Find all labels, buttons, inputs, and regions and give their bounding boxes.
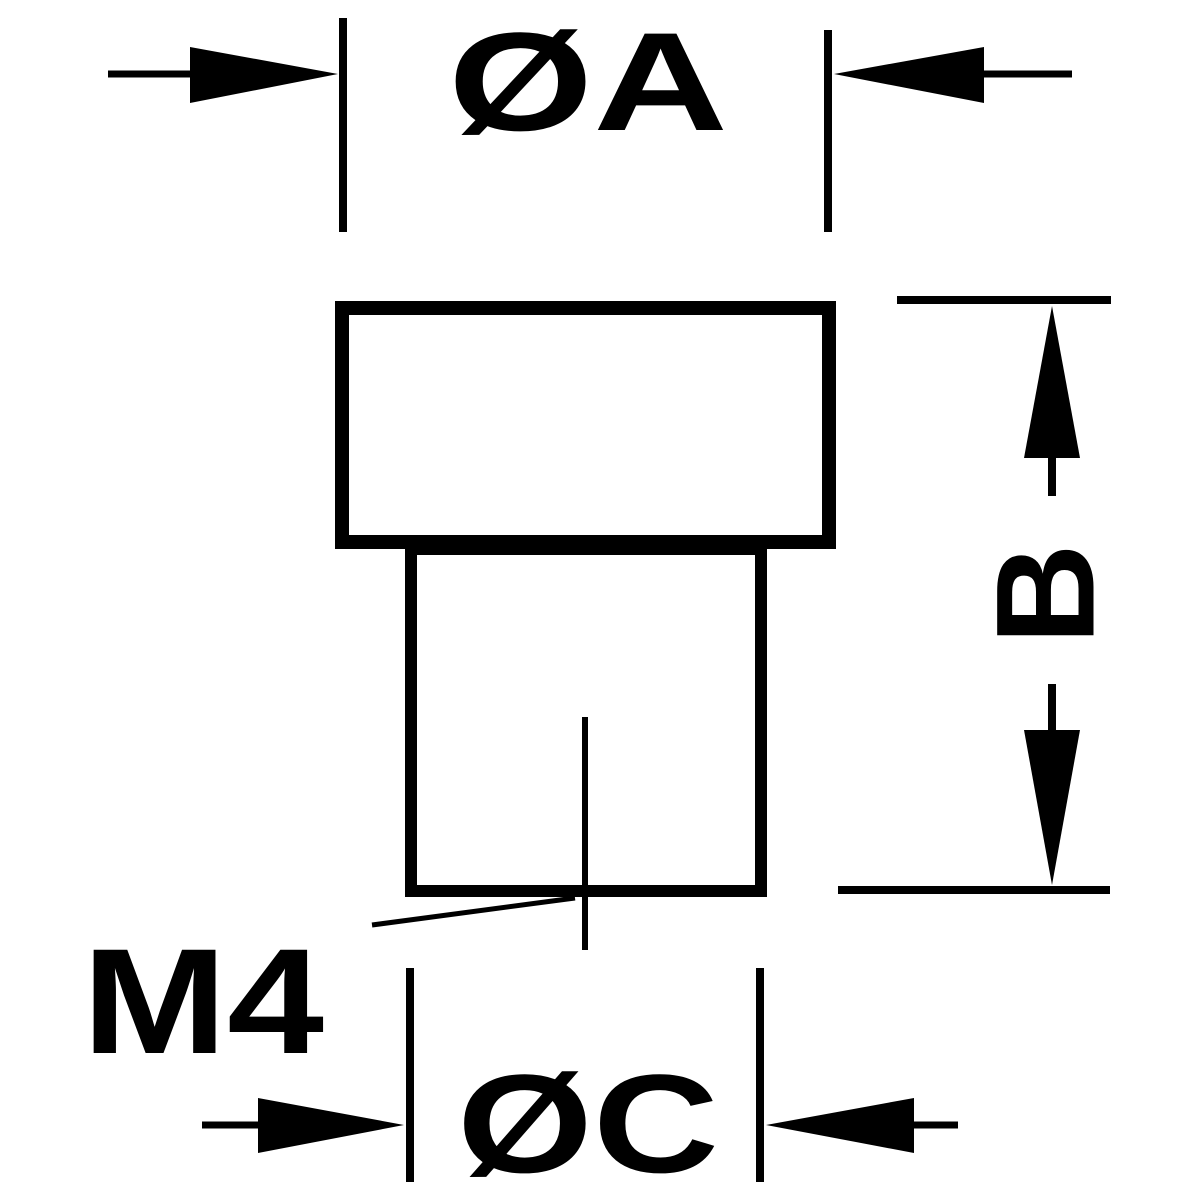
arrow-a-right-head <box>834 47 984 103</box>
knob-body <box>335 301 836 950</box>
thread-callout: M4 <box>82 895 576 1085</box>
arrow-c-left-head <box>258 1098 404 1153</box>
thread-leader-line <box>371 895 576 928</box>
label-thread-m4: M4 <box>82 917 324 1085</box>
label-diameter-a: ØA <box>448 3 728 160</box>
arrow-b-up-head <box>1024 306 1080 458</box>
label-height-b: B <box>967 543 1124 644</box>
knob-head <box>335 301 836 549</box>
label-diameter-c: ØC <box>457 1045 719 1200</box>
arrow-c-right-head <box>766 1098 914 1153</box>
dimension-a: ØA <box>108 3 1072 232</box>
dimension-c: ØC <box>202 968 958 1200</box>
arrow-a-left-head <box>190 47 338 103</box>
dimension-b: B <box>838 296 1124 894</box>
arrow-b-down-head <box>1024 730 1080 885</box>
